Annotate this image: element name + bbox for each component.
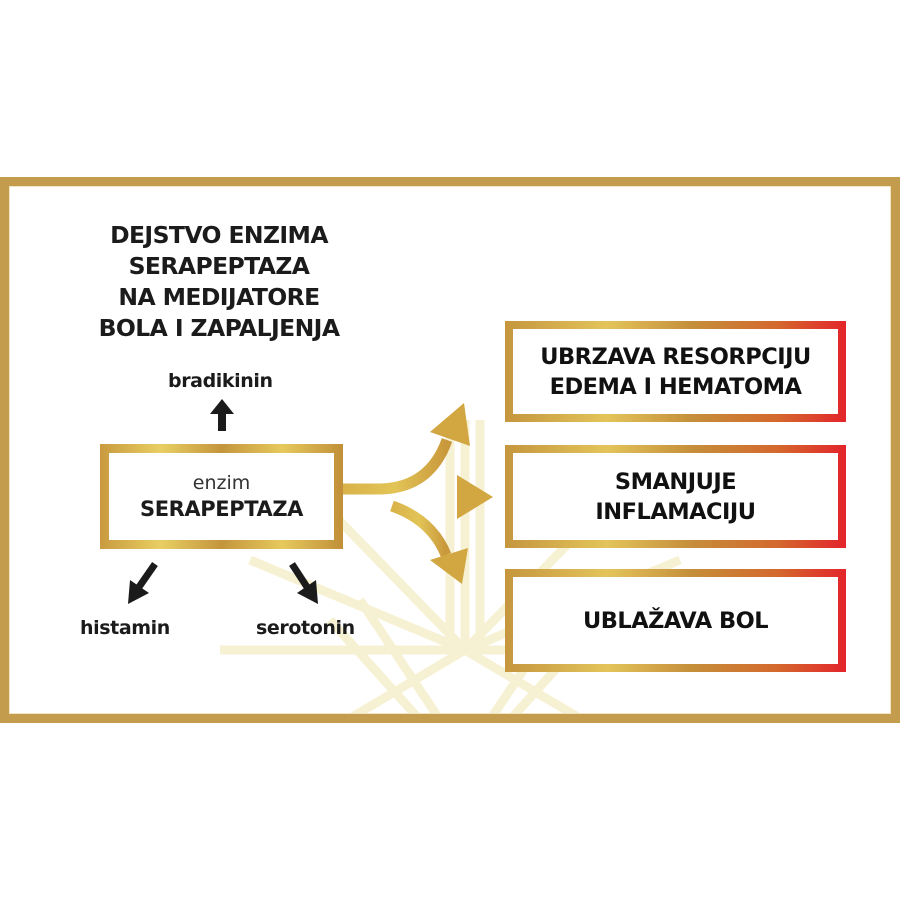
effect-line: UBRZAVA RESORPCIJU — [540, 343, 811, 370]
mediator-bradikinin: bradikinin — [168, 370, 273, 392]
diagram-title: DEJSTVO ENZIMA SERAPEPTAZA NA MEDIJATORE… — [60, 220, 378, 344]
effect-line: UBLAŽAVA BOL — [582, 607, 769, 634]
title-line: SERAPEPTAZA — [128, 252, 310, 280]
effect-line: INFLAMACIJU — [595, 498, 756, 525]
effect-line: EDEMA I HEMATOMA — [549, 373, 802, 400]
enzyme-box: enzim SERAPEPTAZA — [100, 444, 343, 549]
effect-line: SMANJUJE — [614, 468, 737, 495]
effect-box-resorption: UBRZAVA RESORPCIJU EDEMA I HEMATOMA — [505, 321, 846, 422]
title-line: NA MEDIJATORE — [118, 283, 320, 311]
title-line: BOLA I ZAPALJENJA — [98, 314, 340, 342]
enzyme-prefix: enzim — [192, 471, 251, 494]
effect-box-pain: UBLAŽAVA BOL — [505, 569, 846, 672]
title-line: DEJSTVO ENZIMA — [110, 221, 328, 249]
enzyme-name: SERAPEPTAZA — [139, 496, 304, 521]
mediator-serotonin: serotonin — [256, 617, 355, 639]
effect-box-inflammation: SMANJUJE INFLAMACIJU — [505, 445, 846, 548]
mediator-histamin: histamin — [80, 617, 170, 639]
